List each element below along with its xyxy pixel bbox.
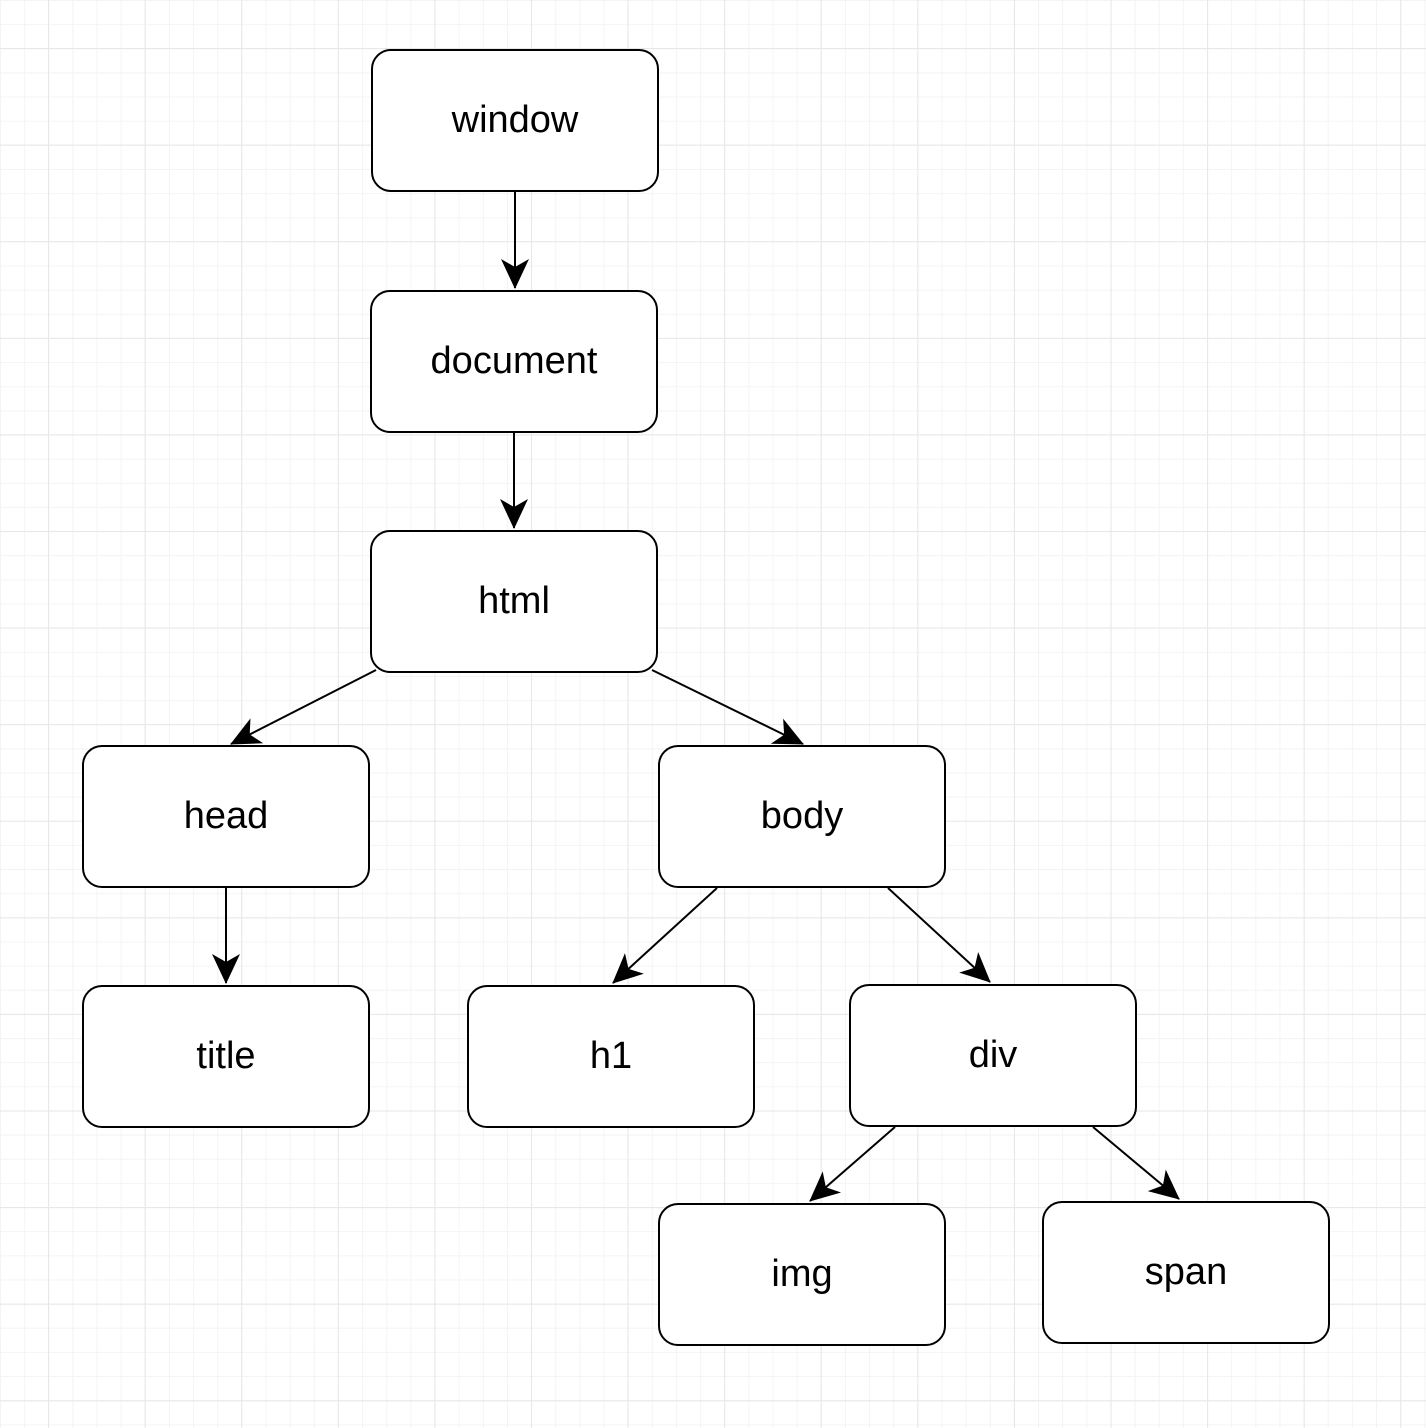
- node-document[interactable]: document: [370, 290, 658, 433]
- node-title-label: title: [196, 1034, 256, 1077]
- node-title[interactable]: title: [82, 985, 370, 1128]
- edge-html-head[interactable]: [230, 669, 377, 745]
- node-div[interactable]: div: [849, 984, 1137, 1127]
- node-window[interactable]: window: [371, 49, 659, 192]
- edge-body-div[interactable]: [887, 887, 991, 983]
- node-window-label: window: [451, 98, 579, 141]
- node-h1[interactable]: h1: [467, 985, 755, 1128]
- node-document-label: document: [430, 339, 598, 382]
- node-div-label: div: [968, 1033, 1018, 1076]
- node-h1-label: h1: [589, 1034, 633, 1077]
- node-html-label: html: [478, 579, 550, 622]
- node-body-label: body: [760, 794, 844, 837]
- edge-html-body[interactable]: [651, 669, 804, 745]
- node-head[interactable]: head: [82, 745, 370, 888]
- node-head-label: head: [183, 794, 269, 837]
- node-img[interactable]: img: [658, 1203, 946, 1346]
- edge-div-span[interactable]: [1092, 1126, 1180, 1200]
- node-span-label: span: [1144, 1250, 1228, 1293]
- node-img-label: img: [771, 1252, 833, 1295]
- node-html[interactable]: html: [370, 530, 658, 673]
- node-span[interactable]: span: [1042, 1201, 1330, 1344]
- edge-div-img[interactable]: [809, 1126, 896, 1202]
- edge-body-h1[interactable]: [612, 887, 718, 984]
- node-body[interactable]: body: [658, 745, 946, 888]
